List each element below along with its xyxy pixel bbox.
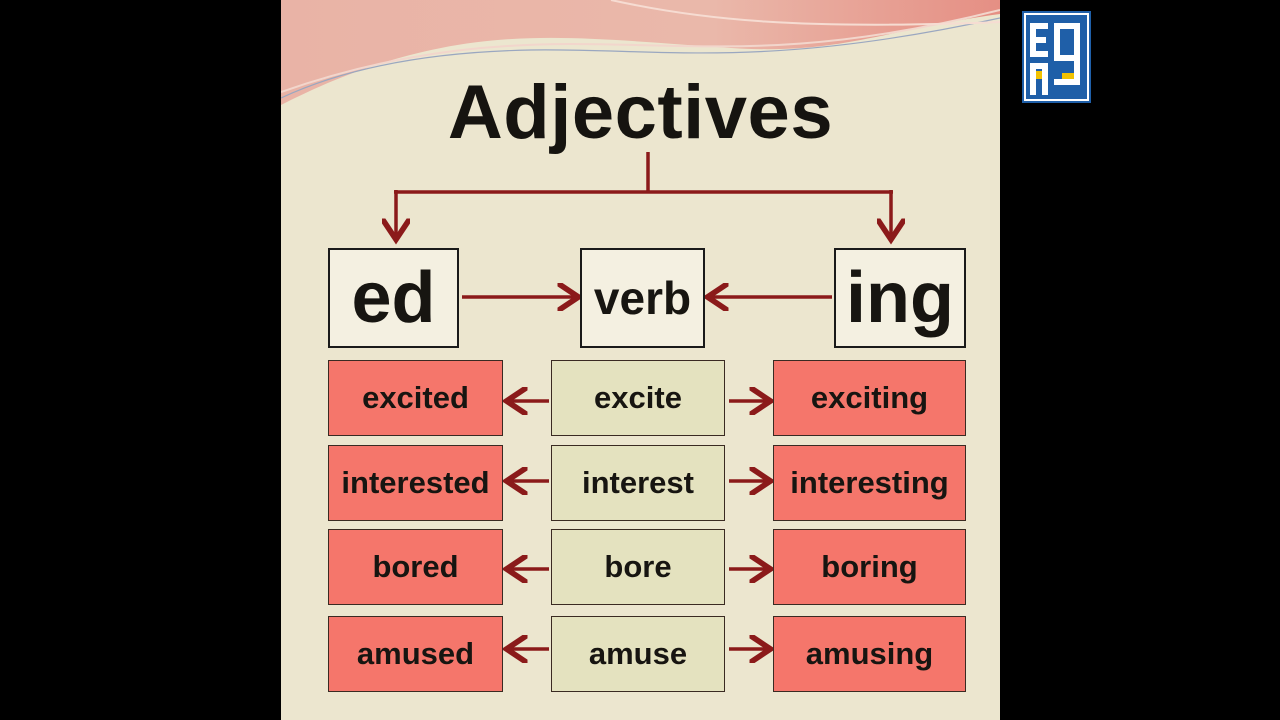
ed-cell-1: excited (328, 360, 503, 436)
header-verb: verb (580, 248, 705, 348)
verb-cell-3: bore (551, 529, 725, 605)
header-ing: ing (834, 248, 966, 348)
ing-cell-1: exciting (773, 360, 966, 436)
decorative-wave (281, 0, 1000, 105)
ing-cell-2: interesting (773, 445, 966, 521)
ed-cell-2: interested (328, 445, 503, 521)
header-ed: ed (328, 248, 459, 348)
slide: Adjectives ed verb ing (281, 0, 1000, 720)
ed-cell-3: bored (328, 529, 503, 605)
ing-cell-3: boring (773, 529, 966, 605)
eng-logo-icon (1022, 11, 1091, 103)
verb-cell-2: interest (551, 445, 725, 521)
arrow-layer (281, 152, 1000, 720)
title-bracket-arrows (394, 152, 893, 649)
verb-cell-4: amuse (551, 616, 725, 692)
page-title: Adjectives (447, 70, 834, 155)
ed-cell-4: amused (328, 616, 503, 692)
ing-cell-4: amusing (773, 616, 966, 692)
verb-cell-1: excite (551, 360, 725, 436)
